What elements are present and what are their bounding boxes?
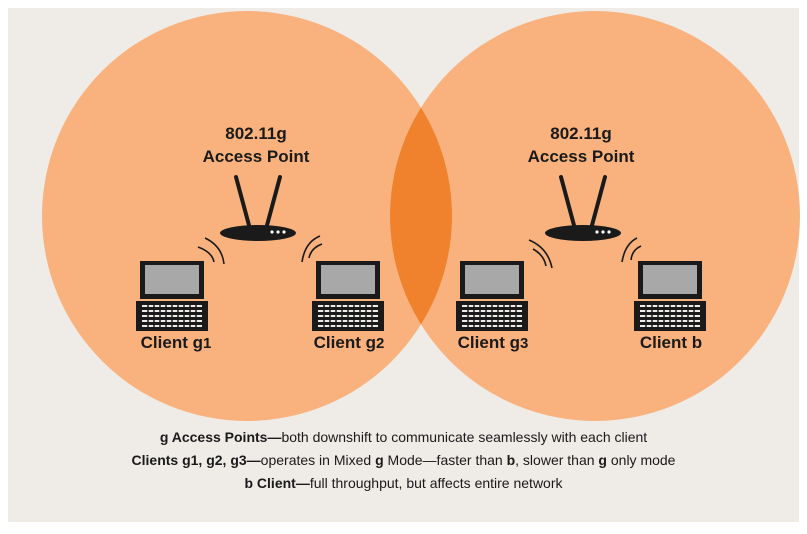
laptop-icon (455, 260, 529, 332)
legend-caption: g Access Points—both downshift to commun… (0, 426, 807, 495)
caption-line-1: g Access Points—both downshift to commun… (159, 429, 648, 445)
laptop-icon (633, 260, 707, 332)
ap-title: Access Point (202, 147, 310, 166)
client-label-g2: Client g2 (313, 333, 385, 352)
laptop-icon (311, 260, 385, 332)
laptop-icon (135, 260, 209, 332)
access-point-label-left: 802.11g Access Point (156, 122, 356, 168)
ap-standard: 802.11g (550, 124, 612, 143)
caption-line-3: b Client—full throughput, but affects en… (244, 475, 563, 491)
ap-title: Access Point (527, 147, 635, 166)
client-label-b: Client b (639, 333, 703, 352)
access-point-label-right: 802.11g Access Point (481, 122, 681, 168)
caption-line-2: Clients g1, g2, g3—operates in Mixed g M… (131, 452, 676, 468)
client-label-g3: Client g3 (457, 333, 529, 352)
wifi-signal-icon (197, 235, 642, 269)
ap-standard: 802.11g (225, 124, 287, 143)
client-label-g1: Client g1 (140, 333, 212, 352)
